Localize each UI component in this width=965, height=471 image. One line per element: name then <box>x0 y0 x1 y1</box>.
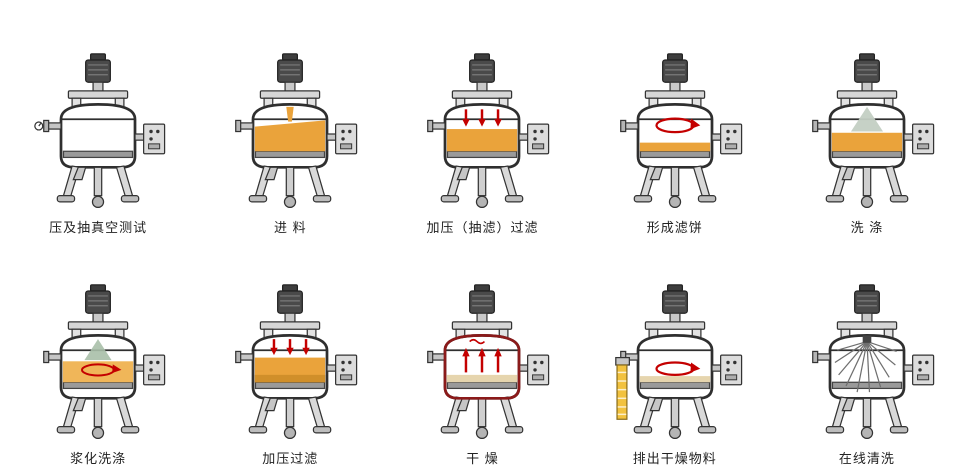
stage-label: 压及抽真空测试 <box>49 219 148 235</box>
heated-jacket <box>444 334 521 401</box>
stage-3-pressure-suction-filtration: 加压（抽滤）过滤 <box>386 50 578 236</box>
rotation-arrow-icon <box>81 363 122 377</box>
stage-2-feeding: 进 料 <box>194 50 386 236</box>
stage-label: 加压（抽滤）过滤 <box>426 219 539 235</box>
dry-cake <box>447 375 518 383</box>
machine-stage-1-illustration <box>34 52 167 209</box>
process-row-1: 压及抽真空测试 进 料 加压（抽滤）过滤 <box>2 4 963 236</box>
stage-label: 排出干燥物料 <box>632 451 717 467</box>
stage-label: 在线清洗 <box>838 451 895 467</box>
stage-label: 形成滤饼 <box>646 219 703 235</box>
slurry-liquid <box>447 128 518 152</box>
pressure-down-arrows-icon <box>462 109 503 127</box>
stage-4-cake-formation: 形成滤饼 <box>579 50 771 236</box>
stage-label: 加压过滤 <box>262 451 319 467</box>
pressure-gauge-icon <box>34 121 44 131</box>
machine-stage-7-illustration <box>234 283 359 441</box>
stage-label: 干 燥 <box>466 451 499 467</box>
machine-stage-3-illustration <box>426 52 551 209</box>
process-row-2: 浆化洗涤 加压过滤 <box>2 236 963 468</box>
discharge-column <box>614 357 630 421</box>
spray-cone-icon <box>850 106 883 132</box>
filter-cake <box>255 375 326 383</box>
stage-label: 进 料 <box>273 219 307 235</box>
stage-8-drying: 干 燥 <box>386 281 578 467</box>
rotation-arrow-icon <box>655 361 700 377</box>
machine-stage-2-illustration <box>234 52 359 209</box>
pressure-down-arrows-icon <box>270 339 311 356</box>
stage-10-online-cleaning: 在线清洗 <box>771 281 963 467</box>
machine-stage-8-illustration <box>426 283 551 441</box>
machine-stage-4-illustration <box>619 52 743 209</box>
stage-6-slurry-washing: 浆化洗涤 <box>2 281 194 467</box>
machine-stage-6-illustration <box>42 283 167 441</box>
cip-spray-fan-icon <box>834 341 897 393</box>
stage-label: 浆化洗涤 <box>70 451 127 467</box>
machine-stage-9-illustration <box>614 283 743 441</box>
vapor-up-arrows-icon <box>462 339 503 373</box>
stage-9-dry-material-discharge: 排出干燥物料 <box>579 281 771 467</box>
cip-spray-nozzle-icon <box>862 335 872 344</box>
stage-7-pressure-filtration: 加压过滤 <box>194 281 386 467</box>
machine-stage-10-illustration <box>811 283 935 441</box>
spray-cone-icon <box>84 339 112 361</box>
machine-stage-5-illustration <box>811 52 935 209</box>
filter-cake <box>639 142 710 152</box>
dry-cake <box>639 376 710 383</box>
stage-1-pressure-vacuum-test: 压及抽真空测试 <box>2 50 194 236</box>
stage-5-washing: 洗 涤 <box>771 50 963 236</box>
slurry-liquid <box>255 106 326 152</box>
stage-label: 洗 涤 <box>850 219 884 235</box>
rotation-arrow-icon <box>655 117 700 134</box>
wash-liquid <box>831 132 903 152</box>
